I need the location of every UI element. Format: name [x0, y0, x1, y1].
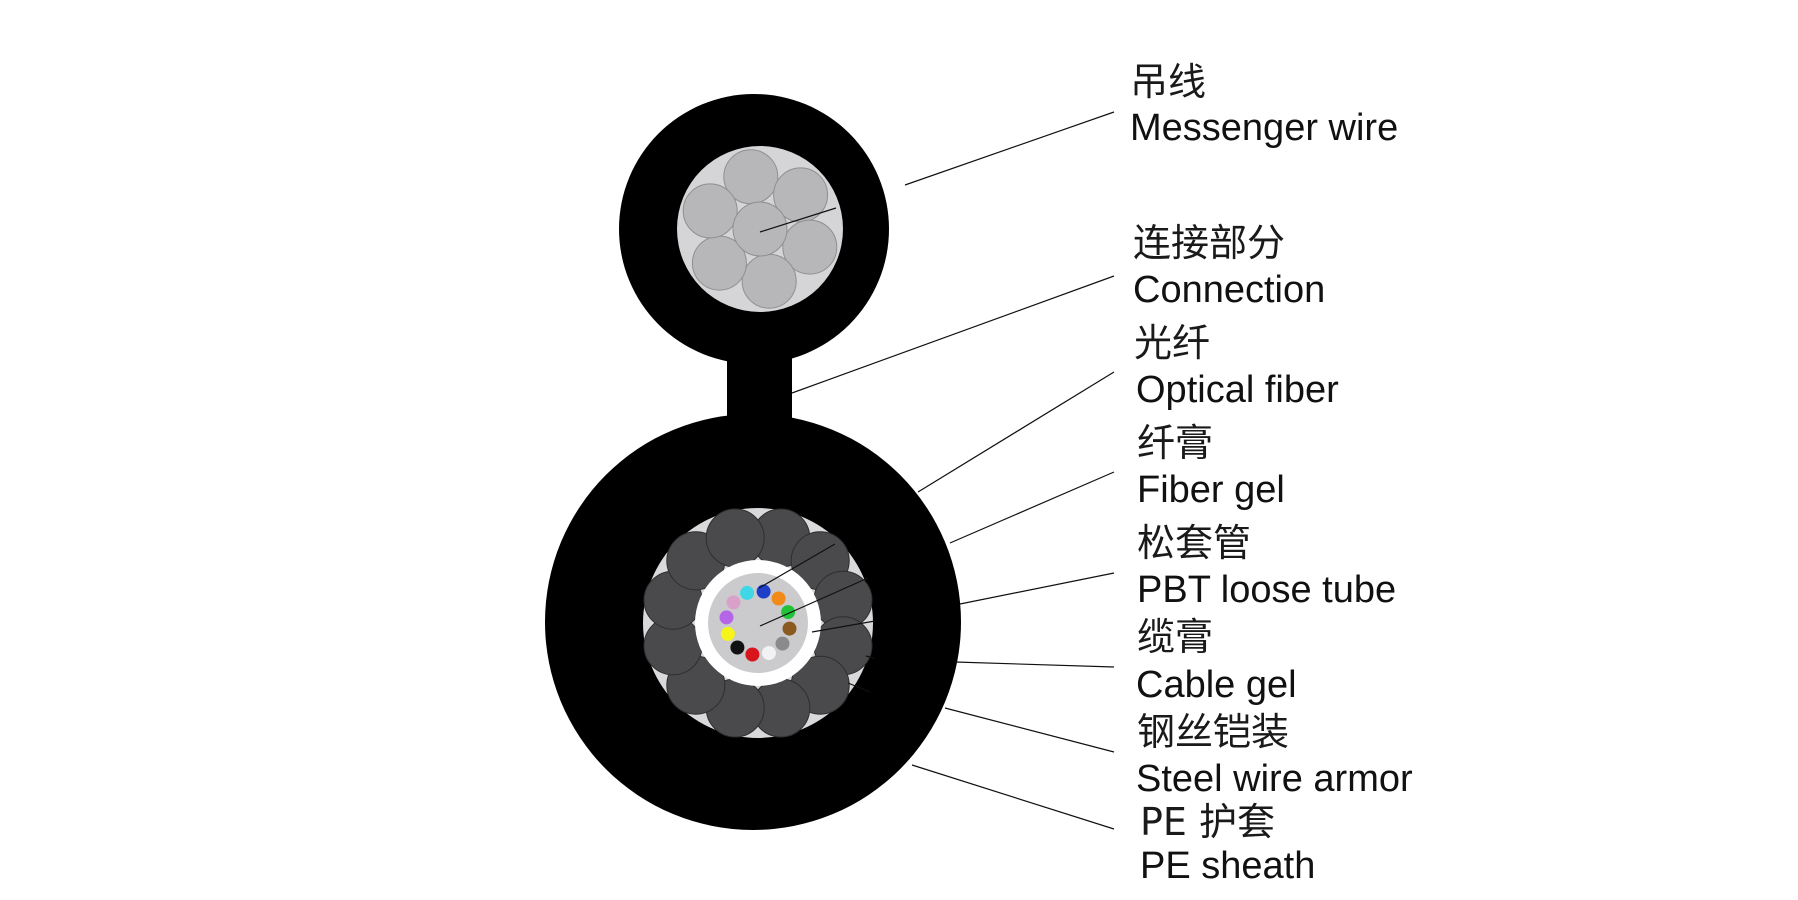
optical-fiber: [782, 621, 797, 636]
messenger-strand: [682, 183, 738, 239]
label-connection-zh: 连接部分: [1133, 221, 1285, 265]
optical-fiber: [781, 605, 796, 620]
label-pe-sheath-en: PE sheath: [1140, 845, 1315, 887]
optical-fiber: [775, 636, 790, 651]
optical-fiber: [720, 626, 735, 641]
leader-messenger-wire-outer: [904, 111, 1115, 186]
optical-fiber: [771, 591, 786, 606]
leader-fiber-gel: [759, 577, 869, 627]
leader-pbt-tube: [811, 620, 876, 633]
leader-messenger-wire: [759, 207, 837, 233]
leader-optical-fiber: [758, 543, 836, 589]
label-fiber-gel-zh: 纤膏: [1137, 421, 1213, 465]
label-pbt-loose-tube-en: PBT loose tube: [1137, 569, 1396, 611]
optical-fiber: [719, 610, 734, 625]
messenger-strand: [741, 253, 797, 309]
label-steel-wire-armor-en: Steel wire armor: [1136, 758, 1413, 800]
optical-fiber: [740, 585, 755, 600]
optical-fiber: [726, 595, 741, 610]
label-messenger-wire-zh: 吊线: [1130, 60, 1206, 104]
messenger-wire: [677, 146, 843, 312]
label-pe-sheath-zh: PE 护套: [1140, 800, 1275, 844]
leader-steel-armor: [847, 682, 871, 693]
label-pbt-loose-tube-zh: 松套管: [1137, 521, 1251, 565]
leader-pbt-tube-outer: [959, 572, 1115, 605]
label-steel-wire-armor-zh: 钢丝铠装: [1137, 710, 1289, 754]
optical-fiber: [761, 646, 776, 661]
optical-fiber: [730, 640, 745, 655]
label-fiber-gel-en: Fiber gel: [1137, 469, 1285, 511]
leader-optical-fiber-outer: [917, 371, 1115, 493]
optical-fiber: [756, 584, 771, 599]
leader-lines: [758, 111, 1115, 830]
armor-wire: [705, 508, 765, 568]
label-cable-gel-en: Cable gel: [1136, 664, 1297, 706]
leader-fiber-gel-outer: [949, 471, 1115, 544]
label-optical-fiber-en: Optical fiber: [1136, 369, 1339, 411]
label-connection-en: Connection: [1133, 269, 1325, 311]
leader-pe-sheath: [911, 764, 1115, 830]
leader-steel-armor-outer: [944, 707, 1115, 753]
messenger-strand: [732, 201, 788, 257]
messenger-strand: [782, 219, 838, 275]
cable-core: [643, 508, 873, 738]
label-cable-gel-zh: 缆膏: [1137, 615, 1213, 659]
steel-wire-armor: [643, 508, 873, 738]
messenger-strands: [682, 149, 838, 309]
leader-cable-gel-outer: [954, 661, 1115, 668]
leader-connection: [791, 275, 1115, 394]
label-messenger-wire-en: Messenger wire: [1130, 107, 1398, 149]
labels: 吊线 Messenger wire 连接部分 Connection 光纤 Opt…: [1130, 60, 1413, 887]
leader-cable-gel: [865, 655, 875, 659]
label-optical-fiber-zh: 光纤: [1134, 321, 1210, 365]
optical-fiber: [745, 647, 760, 662]
